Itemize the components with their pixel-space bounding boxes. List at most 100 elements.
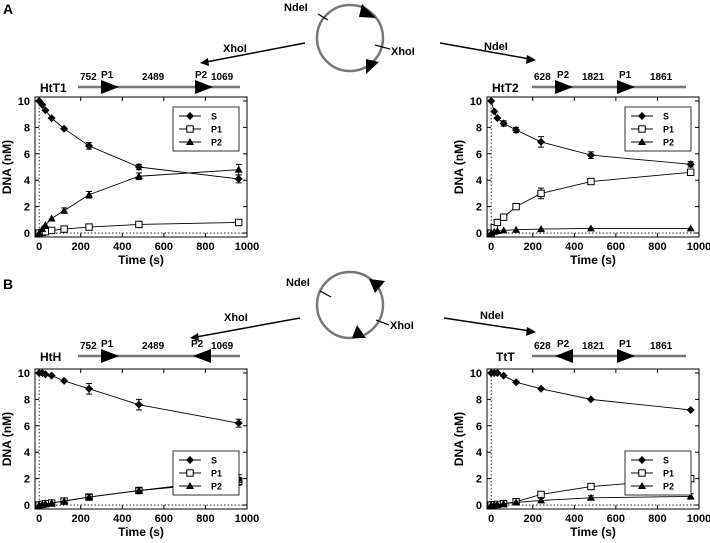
- data-point-s: [512, 378, 521, 387]
- promoter-p2-arrow: [193, 349, 211, 363]
- x-tick-label: 400: [565, 241, 583, 253]
- construct-map-htt1: HtT1 752 P1 2489 P2 1069: [40, 70, 240, 95]
- construct-name: TtT: [496, 350, 515, 364]
- data-point-s: [493, 114, 502, 123]
- data-point-p2: [41, 499, 50, 507]
- y-tick-label: 6: [476, 421, 482, 433]
- x-tick-label: 400: [113, 241, 131, 253]
- data-point-p2: [493, 227, 502, 235]
- plot-frame: [486, 368, 700, 510]
- x-tick-label: 800: [648, 513, 666, 525]
- y-tick-label: 8: [476, 122, 482, 134]
- plasmid-circle: [315, 3, 385, 73]
- data-point-s: [234, 419, 243, 428]
- y-tick-label: 0: [24, 228, 30, 240]
- y-tick-label: 10: [470, 368, 482, 380]
- data-point-p2: [234, 165, 243, 173]
- legend-marker-s: [638, 112, 646, 120]
- plasmid-diagram-b: NdeI XhoI XhoI NdeI: [190, 270, 536, 341]
- x-tick-label: 800: [648, 241, 666, 253]
- data-point-s: [586, 395, 595, 404]
- data-point-s: [512, 126, 521, 135]
- x-tick-label: 600: [155, 241, 173, 253]
- data-point-s: [85, 384, 94, 393]
- promoter-p1-arrow: [101, 80, 119, 94]
- ndei-site-tick: [319, 290, 332, 298]
- x-tick-label: 400: [113, 513, 131, 525]
- y-tick-label: 6: [24, 421, 30, 433]
- data-point-p2: [686, 224, 695, 232]
- legend-marker-p1: [638, 469, 646, 477]
- data-point-p2: [686, 492, 695, 500]
- y-tick-label: 0: [24, 500, 30, 512]
- construct-map-htt2: HtT2 628 P2 1821 P1 1861: [492, 70, 686, 95]
- data-point-p2: [47, 214, 56, 222]
- y-tick-label: 4: [476, 447, 483, 459]
- panel-a: A NdeI XhoI XhoI NdeI HtT1 752 P1 2489: [3, 1, 686, 95]
- data-point-p2: [85, 190, 94, 198]
- y-tick-label: 2: [24, 474, 30, 486]
- promoter-label: P1: [619, 339, 632, 350]
- data-point-p2: [499, 499, 508, 507]
- legend-label: P1: [663, 125, 674, 135]
- ndei-site-tick: [317, 13, 329, 21]
- promoter-arrowhead: [369, 279, 385, 293]
- data-point-s: [60, 124, 69, 133]
- legend-label: P1: [211, 125, 222, 135]
- data-point-s: [537, 384, 546, 393]
- data-point-p2: [35, 229, 44, 237]
- data-point-s: [47, 114, 56, 123]
- plot-frame: [486, 96, 700, 238]
- cut-arrowhead-left: [200, 58, 209, 66]
- cut-arrowhead-right: [526, 55, 536, 64]
- x-tick-label: 600: [607, 241, 625, 253]
- ndei-site-label: NdeI: [286, 277, 310, 289]
- data-point-p1: [686, 168, 695, 176]
- data-point-s: [686, 405, 695, 414]
- data-point-p1: [587, 177, 595, 186]
- cut-arrow-right: [439, 42, 531, 60]
- cut-label-right: NdeI: [484, 41, 508, 53]
- xhoi-site-tick: [375, 319, 390, 326]
- data-point-p2: [537, 496, 546, 504]
- data-point-p2: [38, 225, 47, 233]
- data-point-p2: [41, 221, 50, 229]
- y-tick-label: 0: [476, 228, 482, 240]
- cut-label-left: XhoI: [224, 312, 248, 324]
- data-point-p1: [499, 213, 508, 221]
- x-axis-label: Time (s): [118, 525, 164, 539]
- x-tick-label: 0: [36, 241, 42, 253]
- segment-length: 752: [80, 72, 97, 83]
- legend-label: P2: [211, 482, 222, 492]
- segment-length: 1821: [582, 341, 605, 352]
- data-point-s: [134, 400, 143, 409]
- data-point-p2: [586, 493, 595, 501]
- promoter-label: P2: [191, 339, 204, 350]
- x-tick-label: 0: [488, 241, 494, 253]
- y-tick-label: 4: [24, 447, 31, 459]
- data-point-p1: [135, 220, 143, 229]
- data-point-s: [85, 141, 94, 150]
- data-point-p1: [85, 223, 93, 231]
- segment-length: 1821: [582, 72, 605, 83]
- cut-arrow-left: [195, 317, 301, 338]
- promoter-p2-arrow: [195, 80, 213, 94]
- promoter-arrowhead: [352, 325, 366, 338]
- x-tick-label: 0: [36, 513, 42, 525]
- y-tick-label: 6: [24, 149, 30, 161]
- x-tick-label: 400: [565, 513, 583, 525]
- segment-length: 1069: [211, 72, 234, 83]
- data-point-p1: [537, 189, 545, 198]
- data-point-p1: [60, 225, 68, 233]
- y-tick-label: 10: [18, 96, 30, 108]
- y-tick-label: 8: [476, 394, 482, 406]
- promoter-label: P2: [557, 70, 570, 81]
- data-point-s: [234, 174, 243, 183]
- xhoi-site-label: XhoI: [391, 46, 415, 58]
- promoter-arrowhead: [359, 4, 376, 18]
- x-tick-label: 0: [488, 513, 494, 525]
